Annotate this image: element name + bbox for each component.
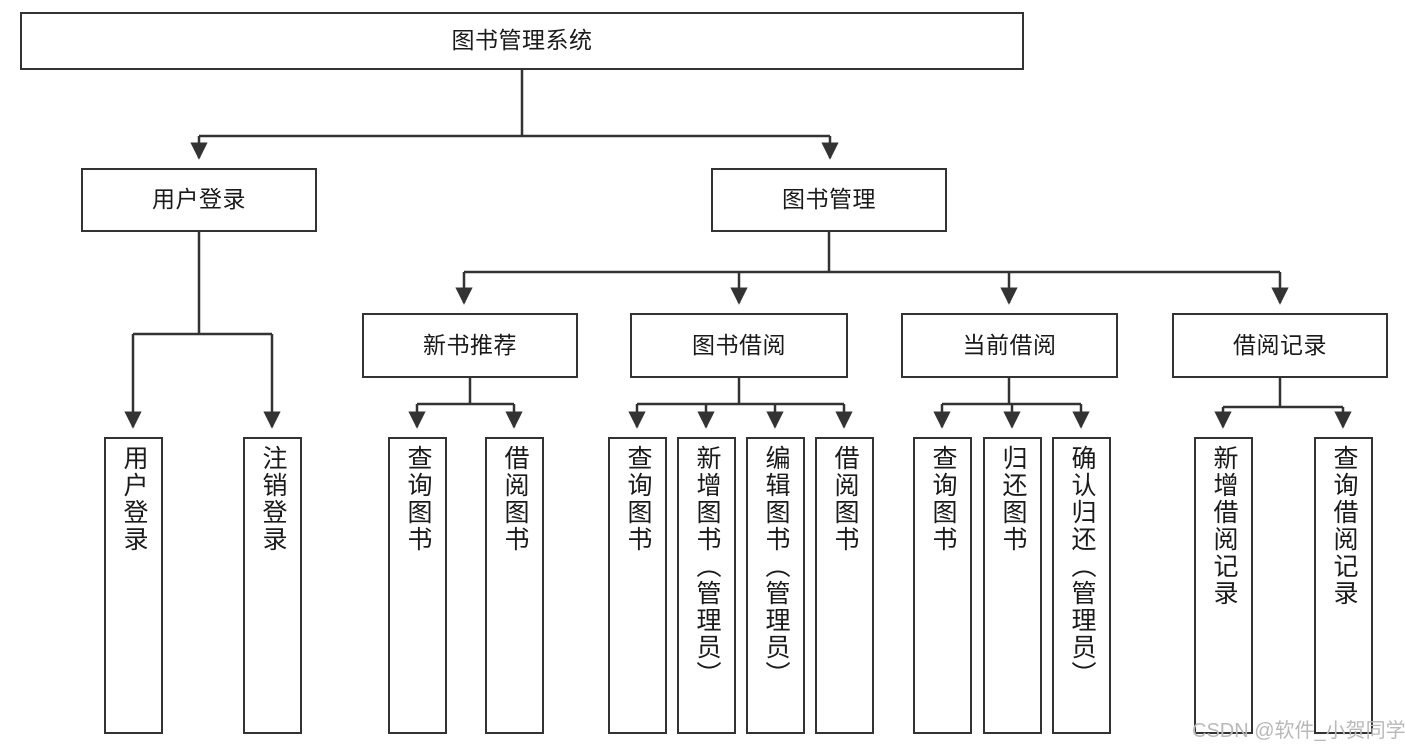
node-leaf-logout[interactable]: 注销登录 [243, 437, 302, 734]
node-user-login-label: 用户登录 [152, 186, 246, 213]
node-leaf-query-record-label: 查询借阅记录 [1330, 445, 1358, 607]
node-leaf-add-record-label: 新增借阅记录 [1210, 445, 1238, 607]
node-leaf-add-book[interactable]: 新增图书（管理员） [677, 437, 736, 734]
node-leaf-borrow-book-rec-label: 借阅图书 [501, 445, 529, 553]
node-book-borrow-label: 图书借阅 [692, 331, 786, 358]
node-leaf-add-record[interactable]: 新增借阅记录 [1194, 437, 1253, 734]
node-borrow-record[interactable]: 借阅记录 [1172, 313, 1388, 378]
node-leaf-borrow-book[interactable]: 借阅图书 [815, 437, 874, 734]
node-leaf-user-login[interactable]: 用户登录 [104, 437, 163, 734]
node-leaf-query-book-borrow-label: 查询图书 [624, 445, 652, 553]
node-leaf-confirm-return[interactable]: 确认归还（管理员） [1052, 437, 1111, 734]
node-leaf-confirm-return-label: 确认归还（管理员） [1068, 445, 1096, 688]
node-root-label: 图书管理系统 [451, 27, 593, 54]
node-leaf-query-book-cur-label: 查询图书 [929, 445, 957, 553]
node-user-login[interactable]: 用户登录 [81, 168, 317, 232]
node-book-manage[interactable]: 图书管理 [711, 168, 947, 232]
node-book-borrow[interactable]: 图书借阅 [630, 313, 848, 378]
node-leaf-query-record[interactable]: 查询借阅记录 [1314, 437, 1373, 734]
node-leaf-query-book-rec[interactable]: 查询图书 [388, 437, 447, 734]
node-book-manage-label: 图书管理 [782, 186, 876, 213]
node-leaf-user-login-label: 用户登录 [120, 445, 148, 553]
node-leaf-query-book-borrow[interactable]: 查询图书 [608, 437, 667, 734]
node-leaf-query-book-cur[interactable]: 查询图书 [913, 437, 972, 734]
node-leaf-add-book-label: 新增图书（管理员） [693, 445, 721, 688]
node-new-book-recommend-label: 新书推荐 [423, 331, 517, 358]
node-leaf-return-book[interactable]: 归还图书 [983, 437, 1042, 734]
node-new-book-recommend[interactable]: 新书推荐 [362, 313, 578, 378]
node-leaf-logout-label: 注销登录 [259, 445, 287, 553]
node-leaf-edit-book[interactable]: 编辑图书（管理员） [746, 437, 805, 734]
node-current-borrow[interactable]: 当前借阅 [901, 313, 1118, 378]
node-borrow-record-label: 借阅记录 [1233, 331, 1327, 358]
node-leaf-edit-book-label: 编辑图书（管理员） [762, 445, 790, 688]
node-leaf-borrow-book-rec[interactable]: 借阅图书 [485, 437, 544, 734]
node-leaf-return-book-label: 归还图书 [999, 445, 1027, 553]
node-leaf-query-book-rec-label: 查询图书 [404, 445, 432, 553]
node-current-borrow-label: 当前借阅 [962, 331, 1057, 358]
node-leaf-borrow-book-label: 借阅图书 [831, 445, 859, 553]
node-root[interactable]: 图书管理系统 [20, 12, 1024, 70]
